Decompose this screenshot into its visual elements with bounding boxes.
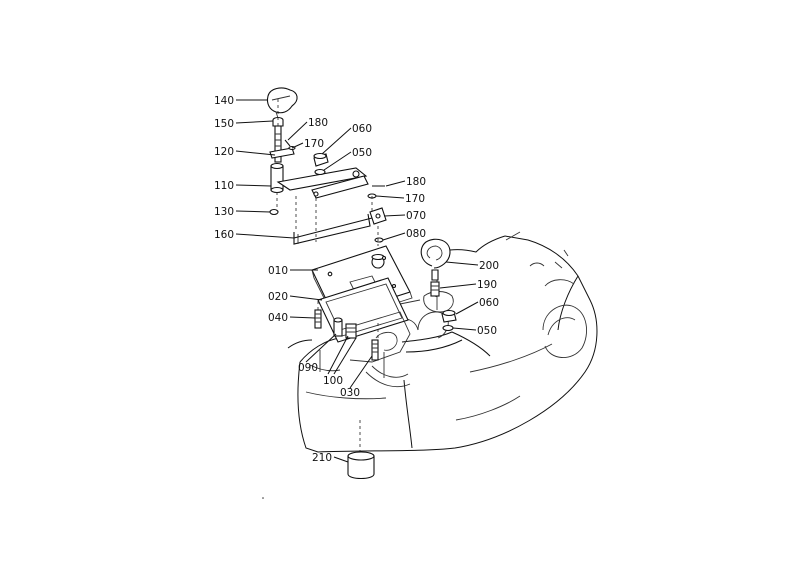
label-180-upper: 180 bbox=[308, 117, 328, 129]
label-010: 010 bbox=[268, 265, 288, 277]
label-190: 190 bbox=[477, 279, 497, 291]
nut-060-lower bbox=[441, 309, 457, 323]
leader-lines bbox=[235, 99, 479, 463]
label-020: 020 bbox=[268, 291, 288, 303]
label-140: 140 bbox=[214, 95, 234, 107]
lever-shaft-120 bbox=[269, 125, 295, 163]
bushing-110 bbox=[270, 162, 284, 194]
washer-080 bbox=[374, 237, 384, 243]
label-040: 040 bbox=[268, 312, 288, 324]
label-100: 100 bbox=[323, 375, 343, 387]
nut-060-upper bbox=[313, 152, 329, 167]
rod-160 bbox=[293, 213, 373, 245]
label-050-lower: 050 bbox=[477, 325, 497, 337]
label-210: 210 bbox=[312, 452, 332, 464]
eye-bolt-200 bbox=[420, 238, 451, 281]
label-160: 160 bbox=[214, 229, 234, 241]
label-070: 070 bbox=[406, 210, 426, 222]
speck bbox=[262, 497, 264, 499]
label-130: 130 bbox=[214, 206, 234, 218]
label-110: 110 bbox=[214, 180, 234, 192]
label-200: 200 bbox=[479, 260, 499, 272]
knob-140 bbox=[266, 87, 298, 119]
label-060-upper: 060 bbox=[352, 123, 372, 135]
label-080: 080 bbox=[406, 228, 426, 240]
label-170-lower: 170 bbox=[405, 193, 425, 205]
pin-180-upper bbox=[284, 139, 291, 147]
label-090: 090 bbox=[298, 362, 318, 374]
label-060-lower: 060 bbox=[479, 297, 499, 309]
washer-050-upper bbox=[314, 168, 326, 176]
washer-130 bbox=[269, 208, 279, 216]
callout-labels: 140 150 180 170 120 060 050 110 180 170 … bbox=[214, 95, 499, 464]
washer-050-lower bbox=[442, 324, 454, 332]
label-150: 150 bbox=[214, 118, 234, 130]
sleeve-100 bbox=[345, 323, 357, 339]
stud-190 bbox=[430, 281, 440, 297]
sleeve-090 bbox=[333, 317, 343, 337]
engine-housing bbox=[287, 231, 598, 453]
label-120: 120 bbox=[214, 146, 234, 158]
cap-210 bbox=[347, 451, 375, 480]
label-170-upper: 170 bbox=[304, 138, 324, 150]
stud-040 bbox=[314, 309, 322, 329]
stud-030 bbox=[371, 339, 379, 361]
clevis-070 bbox=[369, 207, 387, 225]
label-030: 030 bbox=[340, 387, 360, 399]
label-050-upper: 050 bbox=[352, 147, 372, 159]
nut-150 bbox=[272, 116, 284, 127]
label-180-lower: 180 bbox=[406, 176, 426, 188]
link-arm bbox=[276, 167, 369, 199]
